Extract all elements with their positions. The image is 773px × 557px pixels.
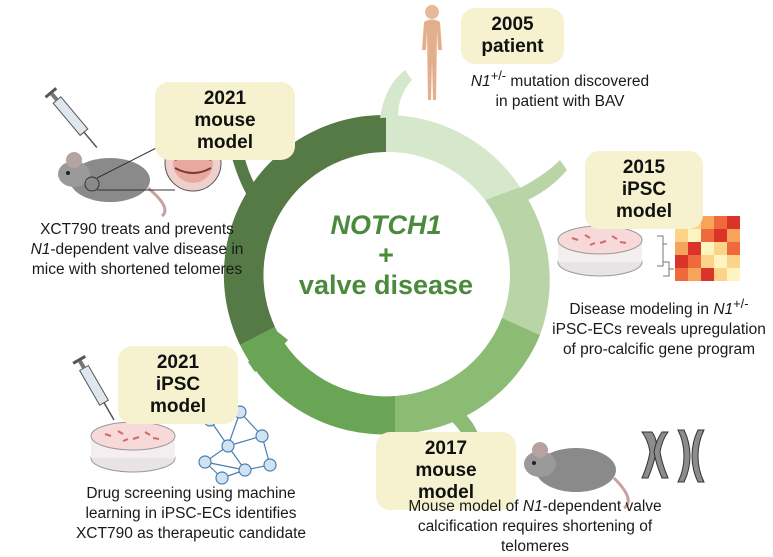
stage-desc-ipsc-2021: Drug screening using machine learning in…: [56, 484, 326, 544]
network-node: [255, 429, 269, 443]
desc-line: of pro-calcific gene program: [562, 341, 756, 359]
desc-line: Disease modeling in N1+/-: [569, 296, 749, 319]
stage-year: 2021: [156, 352, 200, 373]
heatmap-cell: [714, 242, 727, 255]
network-node: [221, 439, 235, 453]
desc-line: N1+/- mutation discovered: [470, 68, 650, 91]
stage-kind: patient: [481, 36, 544, 57]
center-title: NOTCH1 + valve disease: [286, 210, 486, 300]
stage-desc-patient-2005: N1+/- mutation discovered in patient wit…: [455, 66, 665, 112]
cycle-ring: [223, 70, 567, 444]
stage-kind: iPSC model: [150, 374, 206, 417]
stage-kind: iPSC model: [616, 179, 672, 222]
stage-kind: mouse model: [194, 110, 256, 153]
desc-line: calcification requires shortening of: [417, 518, 653, 535]
desc-line: Mouse model of N1-dependent valve: [408, 498, 662, 515]
heatmap-cell: [675, 229, 688, 242]
stage-badge-patient-2005: 2005 patient: [461, 8, 564, 64]
stage-badge-ipsc-2015: 2015 iPSC model: [585, 151, 703, 229]
ring-tail-top: [380, 70, 412, 118]
stage-year: 2021: [203, 88, 247, 109]
petri-dish-icon: [557, 225, 643, 277]
heatmap-cell: [714, 229, 727, 242]
stage-desc-ipsc-2015: Disease modeling in N1+/- iPSC-ECs revea…: [548, 294, 770, 360]
desc-line: N1-dependent valve disease in: [30, 241, 244, 258]
heatmap-cell: [701, 229, 714, 242]
network-node: [238, 463, 252, 477]
desc-line: learning in iPSC-ECs identifies: [85, 505, 297, 522]
mouse-icon: [524, 442, 630, 510]
heatmap-cell: [701, 268, 714, 281]
ring-segment-mouse-2021: [223, 114, 386, 345]
ipsc-2015-illustration: [557, 216, 740, 281]
center-plus: +: [378, 240, 394, 270]
center-disease: valve disease: [298, 270, 474, 300]
heatmap-cell: [727, 255, 740, 268]
stage-desc-mouse-2021: XCT790 treats and prevents N1-dependent …: [2, 220, 272, 280]
desc-line: XCT790 treats and prevents: [40, 221, 234, 238]
heatmap-cell: [714, 216, 727, 229]
heatmap-cell: [727, 242, 740, 255]
mouse-icon: [58, 152, 167, 218]
network-node: [263, 458, 277, 472]
ring-tail-right: [520, 160, 567, 200]
ring-segment-ipsc-2015: [485, 187, 550, 335]
ring-tail-left-top: [232, 155, 262, 200]
ring-tail-left-bottom: [248, 332, 288, 372]
stage-kind: mouse model: [415, 460, 477, 503]
human-figure-icon: [422, 5, 442, 100]
center-gene: NOTCH1: [330, 210, 442, 240]
petri-dish-icon: [90, 421, 176, 473]
heatmap-cell: [701, 255, 714, 268]
mouse-2017-illustration: [524, 429, 705, 510]
network-edge: [204, 461, 246, 471]
stage-year: 2015: [622, 157, 666, 178]
desc-line: Drug screening using machine: [86, 485, 296, 502]
syringe-icon: [72, 354, 115, 421]
ring-segment-patient: [386, 114, 520, 200]
heatmap-cell: [714, 268, 727, 281]
syringe-icon: [44, 87, 98, 148]
network-node: [198, 455, 212, 469]
zoom-marker: [84, 176, 100, 192]
heatmap-cell: [727, 216, 740, 229]
stage-year: 2017: [424, 438, 468, 459]
desc-line: in patient with BAV: [495, 93, 625, 111]
desc-line: mice with shortened telomeres: [31, 261, 243, 278]
heatmap-cell: [727, 229, 740, 242]
stage-year: 2005: [491, 14, 534, 35]
stage-badge-mouse-2017: 2017 mouse model: [376, 432, 516, 510]
ring-segment-mouse-2017: [395, 318, 540, 434]
stage-badge-ipsc-2021: 2021 iPSC model: [118, 346, 238, 424]
network-node: [215, 471, 229, 485]
stage-desc-mouse-2017: Mouse model of N1-dependent valve calcif…: [390, 497, 680, 557]
desc-line: iPSC-ECs reveals upregulation: [552, 321, 766, 339]
desc-line: telomeres: [500, 538, 570, 555]
desc-line: XCT790 as therapeutic candidate: [75, 525, 307, 542]
heatmap-cell: [688, 255, 701, 268]
heatmap-cell: [714, 255, 727, 268]
chromosome-icon: [641, 429, 705, 483]
heatmap-cell: [675, 255, 688, 268]
heatmap-cell: [701, 242, 714, 255]
ring-segment-ipsc-2021: [240, 327, 395, 435]
heatmap-cell: [688, 268, 701, 281]
heatmap-cell: [675, 242, 688, 255]
heatmap-cell: [727, 268, 740, 281]
heatmap-cell: [688, 242, 701, 255]
heatmap-cell: [701, 216, 714, 229]
stage-badge-mouse-2021: 2021 mouse model: [155, 82, 295, 160]
heatmap-cell: [688, 229, 701, 242]
heatmap-cell: [675, 268, 688, 281]
